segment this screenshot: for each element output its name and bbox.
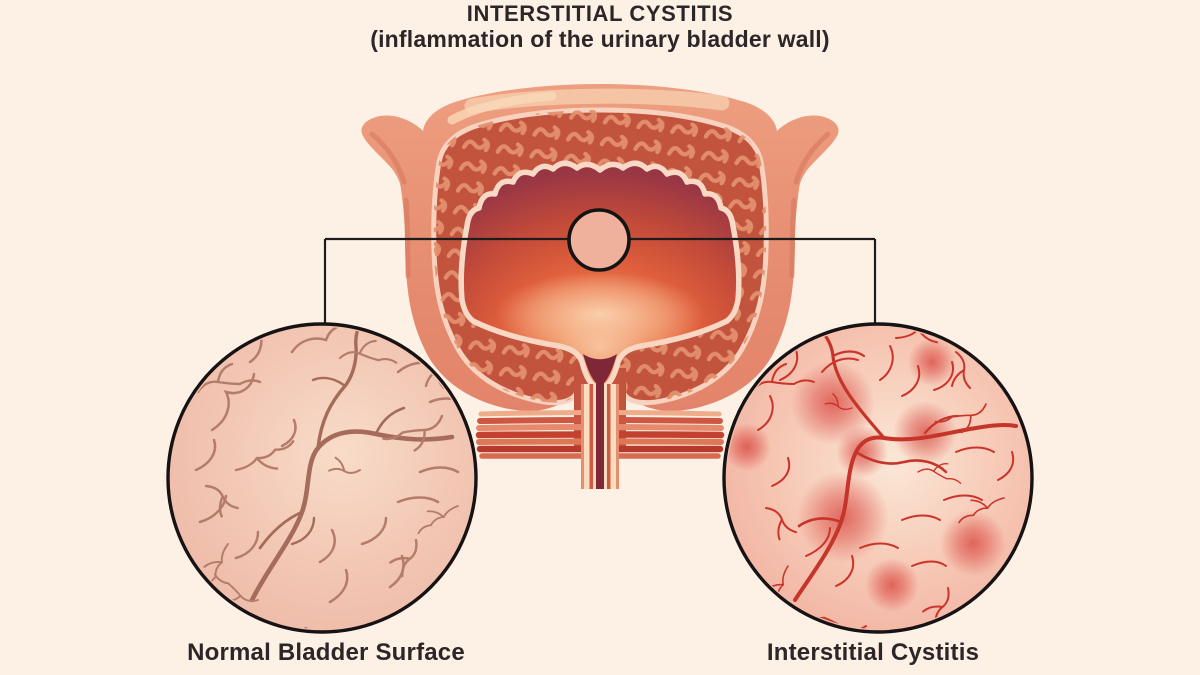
urethra-core (596, 380, 604, 489)
diagram-title: INTERSTITIAL CYSTITIS (inflammation of t… (0, 1, 1200, 52)
ic-vessels (727, 327, 1018, 629)
title-subtitle: (inflammation of the urinary bladder wal… (370, 25, 830, 52)
inset-interstitial-cystitis (722, 322, 1034, 634)
magnifier-source-circle (567, 208, 631, 272)
bladder-neck-lumen (583, 354, 617, 384)
label-interstitial-cystitis: Interstitial Cystitis (766, 639, 980, 666)
bladder-cross-section (361, 84, 839, 489)
lumen-glow (495, 272, 705, 356)
title-main: INTERSTITIAL CYSTITIS (466, 1, 734, 26)
urethra (581, 380, 619, 489)
bladder-highlight-bright (447, 91, 557, 125)
normal-inset-circle (166, 322, 478, 634)
inset-normal-bladder-surface (166, 322, 478, 634)
label-normal-bladder-surface: Normal Bladder Surface (187, 639, 465, 666)
